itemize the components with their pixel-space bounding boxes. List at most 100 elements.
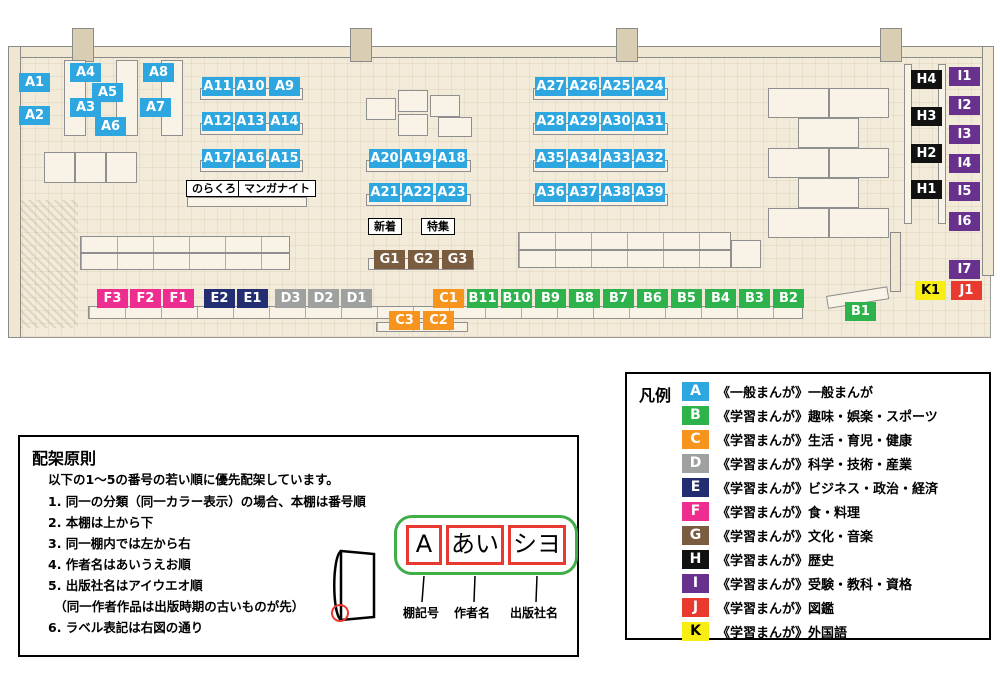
shelf-block <box>829 208 889 238</box>
shelf-label-B9: B9 <box>535 289 566 308</box>
shelf-block <box>376 322 468 332</box>
shelf-label-B3: B3 <box>739 289 770 308</box>
legend-item-label: 《学習まんが》受験・教科・資格 <box>717 577 913 593</box>
shelf-label-A35: A35 <box>535 149 566 168</box>
shelf-block <box>798 178 859 208</box>
shelf-label-H1: H1 <box>911 180 942 199</box>
shelf-label-B10: B10 <box>501 289 532 308</box>
legend-item-label: 《学習まんが》文化・音楽 <box>717 529 874 545</box>
shelf-label-F1: F1 <box>163 289 194 308</box>
shelf-label-A13: A13 <box>235 112 266 131</box>
shelf-label-E1: E1 <box>237 289 268 308</box>
legend-swatch-J: J <box>682 597 709 617</box>
principle-rule: （同一作者作品は出版時期の古いものが先） <box>48 599 305 614</box>
shelf-label-F3: F3 <box>97 289 128 308</box>
legend-item-D: D《学習まんが》科学・技術・産業 <box>682 451 938 475</box>
shelf-label-A32: A32 <box>634 149 665 168</box>
legend-item-B: B 《学習まんが》趣味・娯楽・スポーツ <box>682 403 938 427</box>
legend-item-label: 《学習まんが》趣味・娯楽・スポーツ <box>717 409 938 425</box>
shelf-label-I1: I1 <box>949 67 980 86</box>
legend-swatch-D: D <box>682 453 709 473</box>
shelf-label-A6: A6 <box>95 117 126 136</box>
shelf-label-C3: C3 <box>389 311 420 330</box>
legend-item-label: 《学習まんが》食・料理 <box>717 505 861 521</box>
legend-item-label: 《学習まんが》図鑑 <box>717 601 835 617</box>
hatched-floor <box>20 200 78 328</box>
annotation-shelf-code: 棚記号 <box>403 606 440 620</box>
shelf-label-A23: A23 <box>436 183 467 202</box>
shelf-label-H2: H2 <box>911 144 942 163</box>
shelf-block <box>829 88 889 118</box>
legend-title: 凡例 <box>639 386 672 405</box>
shelf-label-A17: A17 <box>202 149 233 168</box>
label-author-cell: あい <box>446 525 504 565</box>
shelf-label-B4: B4 <box>705 289 736 308</box>
legend-item-E: E《学習まんが》ビジネス・政治・経済 <box>682 475 938 499</box>
shelf-label-A25: A25 <box>601 77 632 96</box>
legend-swatch-E: E <box>682 477 709 497</box>
shelf-label-A21: A21 <box>369 183 400 202</box>
book-spine-icon <box>331 549 376 622</box>
shelf-block <box>768 148 829 178</box>
label-shelf-code-cell: A <box>406 525 442 565</box>
shelf-label-G1: G1 <box>374 250 405 269</box>
principles-intro: 以下の1～5の番号の若い順に優先配架しています。 <box>48 472 339 487</box>
shelf-block <box>106 152 137 183</box>
principle-rule: 2. 本棚は上から下 <box>48 515 154 530</box>
shelf-label-D1: D1 <box>341 289 372 308</box>
shelf-block <box>75 152 106 183</box>
shelf-block <box>518 250 731 268</box>
shelf-block <box>398 114 428 136</box>
shelf-label-A27: A27 <box>535 77 566 96</box>
legend-item-A: A《一般まんが》一般まんが <box>682 379 938 403</box>
principle-rule: 6. ラベル表記は右図の通り <box>48 620 204 635</box>
shelf-label-A39: A39 <box>634 183 665 202</box>
shelf-label-A36: A36 <box>535 183 566 202</box>
shelf-label-A5: A5 <box>92 83 123 102</box>
label-publisher-cell: シヨ <box>508 525 566 565</box>
shelf-label-B8: B8 <box>569 289 600 308</box>
legend-item-label: 《一般まんが》一般まんが <box>717 385 874 401</box>
shelf-label-I2: I2 <box>949 96 980 115</box>
shelf-label-B1: B1 <box>845 302 876 321</box>
wall-segment <box>8 46 21 338</box>
pillar <box>350 28 372 62</box>
shelf-label-B11: B11 <box>467 289 498 308</box>
legend-swatch-B: B <box>682 405 709 425</box>
shelf-label-A22: A22 <box>402 183 433 202</box>
shelf-label-B5: B5 <box>671 289 702 308</box>
shelf-label-A18: A18 <box>436 149 467 168</box>
principle-rule: 4. 作者名はあいうえお順 <box>48 557 191 572</box>
shelf-label-A11: A11 <box>202 77 233 96</box>
legend-item-label: 《学習まんが》外国語 <box>717 625 848 641</box>
legend-swatch-H: H <box>682 549 709 569</box>
shelf-label-D2: D2 <box>308 289 339 308</box>
principle-rule: 3. 同一棚内では左から右 <box>48 536 191 551</box>
shelf-label-I6: I6 <box>949 212 980 231</box>
shelf-label-C2: C2 <box>423 311 454 330</box>
principles-box: 配架原則 以下の1～5の番号の若い順に優先配架しています。 1. 同一の分類（同… <box>18 435 579 657</box>
shelf-label-A14: A14 <box>269 112 300 131</box>
annotation-lines <box>421 576 538 603</box>
shelf-label-A29: A29 <box>568 112 599 131</box>
shelf-label-A38: A38 <box>601 183 632 202</box>
principle-rule: 5. 出版社名はアイウエオ順 <box>48 578 203 593</box>
pillar <box>880 28 902 62</box>
label-example: A あい シヨ <box>394 515 578 575</box>
annotation-author: 作者名 <box>454 606 491 620</box>
shelf-label-E2: E2 <box>204 289 235 308</box>
pillar <box>616 28 638 62</box>
shelf-label-A7: A7 <box>140 98 171 117</box>
shelf-label-A10: A10 <box>235 77 266 96</box>
legend-item-H: H《学習まんが》歴史 <box>682 547 938 571</box>
shelf-label-J1: J1 <box>951 281 982 300</box>
annotation-publisher: 出版社名 <box>510 606 559 620</box>
shelf-label-G2: G2 <box>408 250 439 269</box>
shelf-label-A4: A4 <box>70 63 101 82</box>
manga-night-sign: マンガナイト <box>238 180 316 197</box>
legend-item-F: F《学習まんが》食・料理 <box>682 499 938 523</box>
shelf-label-I4: I4 <box>949 154 980 173</box>
shelf-label-A26: A26 <box>568 77 599 96</box>
